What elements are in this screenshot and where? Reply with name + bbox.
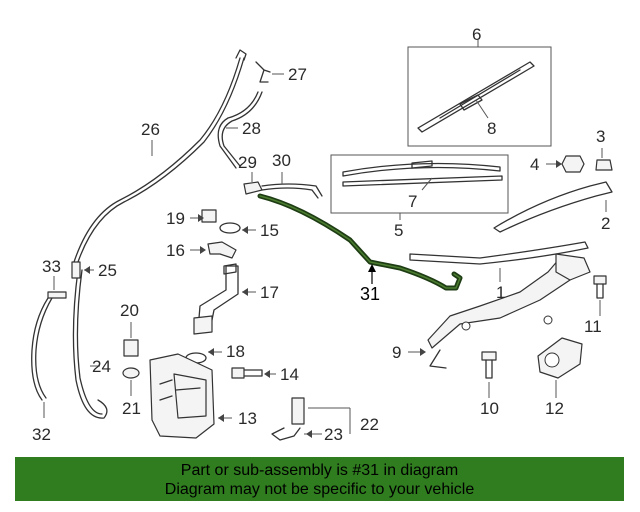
callout-30: 30 [272,151,291,170]
hose-32 [31,297,53,418]
wiper-arm-1 [409,241,589,282]
wiper-blade-box-6 [407,40,552,147]
callout-7: 7 [408,192,417,211]
grommet-15 [219,222,256,234]
washer-reservoir-13 [149,353,232,439]
callout-2: 2 [601,214,610,233]
callout-17: 17 [260,283,279,302]
hose-31-highlighted [257,193,463,291]
wiper-blade-box-5 [330,154,509,220]
callout-6: 6 [472,25,481,44]
callout-29: 29 [238,153,257,172]
callout-12: 12 [545,399,564,418]
callout-13: 13 [238,409,257,428]
wiper-linkage-9 [408,253,591,369]
callout-19: 19 [166,209,185,228]
pump-20 [123,322,139,357]
callout-25: 25 [98,261,117,280]
cap-3 [595,148,613,171]
notice-line-1: Part or sub-assembly is #31 in diagram [180,462,459,479]
nozzle-29 [243,172,263,195]
callout-8: 8 [487,119,496,138]
connector-33 [47,276,67,299]
callout-20: 20 [120,301,139,320]
bolt-19 [190,209,217,223]
connector-27 [255,61,284,83]
callout-26: 26 [141,120,160,139]
hose-24 [72,269,108,419]
notice-banner: Part or sub-assembly is #31 in diagram D… [15,457,624,501]
callout-9: 9 [392,343,401,362]
level-sensor-22 [271,397,351,441]
callout-10: 10 [480,399,499,418]
connector-25 [71,261,94,279]
callout-33: 33 [42,257,61,276]
callout-21: 21 [122,399,141,418]
callout-32: 32 [32,425,51,444]
nut-4 [546,155,585,173]
hose-28 [217,91,263,169]
callout-18: 18 [226,342,245,361]
hose-30 [261,172,323,199]
callout-23: 23 [324,425,343,444]
callout-1: 1 [496,283,505,302]
callout-24: 24 [92,357,111,376]
callout-28: 28 [242,119,261,138]
callout-27: 27 [288,65,307,84]
gasket-21 [122,367,140,396]
wiper-arm-2 [493,181,613,233]
callout-31: 31 [360,284,380,304]
callout-3: 3 [596,127,605,146]
filler-neck-17 [193,263,256,335]
callout-4: 4 [530,155,539,174]
callout-5: 5 [394,221,403,240]
callout-11: 11 [584,317,602,336]
callout-labels: 1 2 3 4 5 6 7 8 9 10 11 12 13 14 15 16 1… [32,25,610,444]
screw-10 [481,351,497,398]
bolt-14 [231,367,276,379]
wiper-motor-12 [537,337,583,398]
hose-26 [73,49,247,263]
bolt-11 [593,275,607,316]
callout-14: 14 [280,365,299,384]
callout-22: 22 [360,415,379,434]
joint-16 [190,241,237,259]
callout-15: 15 [260,221,279,240]
notice-line-2: Diagram may not be specific to your vehi… [164,481,475,498]
callout-16: 16 [166,241,185,260]
